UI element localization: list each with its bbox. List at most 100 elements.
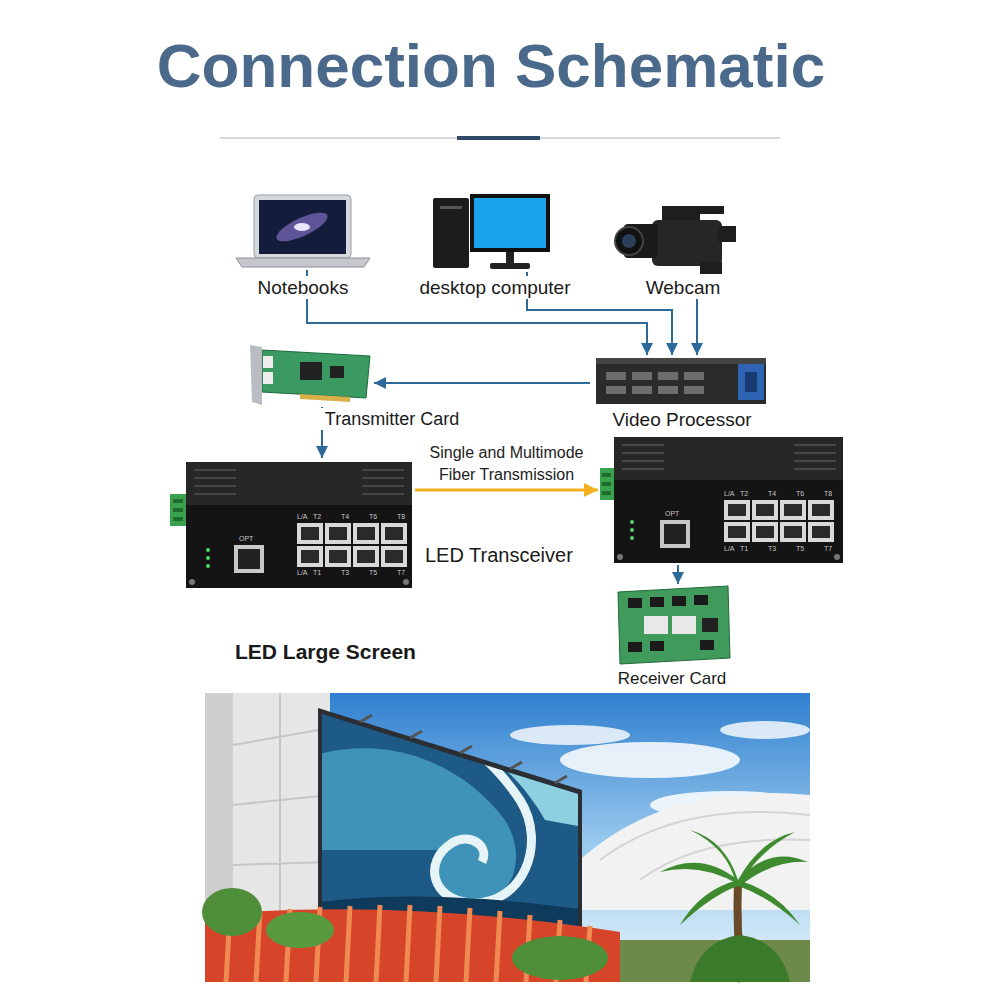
node-label: Notebooks (250, 276, 357, 299)
receiver-jacks (644, 616, 696, 634)
laptop-lid (254, 195, 351, 258)
port-label: T1 (313, 569, 321, 577)
device-top (186, 462, 412, 505)
camera-lens (615, 227, 643, 255)
pc-tower (433, 198, 469, 268)
laptop-node: Notebooks (232, 192, 372, 270)
wave-body (300, 748, 516, 905)
processor-panel (738, 364, 764, 400)
port-label: T2 (740, 490, 748, 498)
monitor-screen (474, 198, 546, 248)
port-label: OPT (665, 510, 679, 518)
port-label: T5 (796, 545, 804, 553)
screw (189, 579, 195, 585)
camera-node: Webcam (618, 198, 740, 276)
node-label: Receiver Card (610, 668, 735, 689)
sender-card-node: Transmitter Card (248, 343, 374, 407)
drive-slot (440, 206, 462, 209)
port-label: T6 (796, 490, 804, 498)
connector-label: Single and Multimode Fiber Transmission (417, 442, 597, 486)
node-label: desktop computer (411, 276, 578, 299)
rj45-sockets (728, 504, 830, 538)
rj45-frames (724, 500, 834, 542)
sender-chip (330, 366, 344, 378)
port-label: T5 (369, 569, 377, 577)
port-label: T4 (768, 490, 776, 498)
node-label: Webcam (638, 276, 729, 299)
sfp-slot (664, 524, 686, 544)
galaxy-core (294, 223, 310, 231)
processor-port (745, 372, 757, 392)
sender-jacks (263, 356, 273, 384)
device-top (614, 437, 843, 480)
node-label: LED Large Screen (227, 639, 424, 664)
device-front (614, 480, 843, 563)
laptop-screen (259, 200, 346, 254)
cloud (560, 742, 740, 778)
receiver-pcb (618, 586, 730, 664)
connector-arrow (374, 382, 590, 384)
camera-glass (622, 234, 636, 248)
port-label: T8 (824, 490, 832, 498)
screw (617, 554, 623, 560)
bush (266, 912, 334, 948)
node-label: Transmitter Card (317, 408, 467, 430)
port-label: T2 (313, 513, 321, 521)
processor-inputs (606, 372, 704, 394)
receiver-headers (628, 595, 714, 652)
sender-bracket (250, 345, 262, 405)
device-front (186, 505, 412, 588)
page-title: Connection Schematic (0, 30, 982, 102)
port-label: L/A (297, 569, 308, 577)
port-label: L/A (297, 513, 308, 521)
rj45-frames (297, 523, 407, 567)
node-label: Video Processor (604, 408, 759, 431)
port-label: T7 (824, 545, 832, 553)
connector-arrow (307, 270, 647, 355)
terminal-screws (602, 473, 611, 495)
receiver-chip (702, 618, 718, 632)
bush (512, 936, 608, 980)
port-label: L/A (724, 545, 735, 553)
processor-node: Video Processor (590, 355, 770, 407)
terminal-block (600, 468, 614, 500)
status-leds (206, 548, 210, 568)
processor-chassis (596, 360, 766, 404)
camera-grip (700, 262, 722, 274)
sfp-cage (234, 545, 264, 573)
sender-chip (300, 362, 322, 380)
curved-building (560, 793, 810, 910)
screw (834, 554, 840, 560)
title-rule-accent (457, 136, 540, 140)
rj45-sockets (301, 527, 403, 563)
receiver-card-node: Receiver Card (612, 584, 732, 666)
status-leds (630, 520, 634, 540)
port-label: T8 (397, 513, 405, 521)
cloud (720, 721, 810, 739)
sfp-cage (660, 520, 690, 548)
port-label: T7 (397, 569, 405, 577)
screw (403, 579, 409, 585)
camera-body (652, 220, 722, 266)
connector-arrow (677, 565, 679, 584)
terminal-screws (173, 499, 183, 521)
sender-contacts (300, 394, 350, 402)
screen-photo-node: LED Large Screen (205, 693, 810, 982)
cloud (510, 725, 630, 745)
camera-viewfinder (718, 226, 736, 242)
screen-lamps (360, 715, 567, 783)
laptop-base (236, 258, 370, 267)
terminal-block (170, 494, 186, 526)
port-label: T4 (341, 513, 349, 521)
cooling-fins (622, 445, 836, 469)
palm-fronds (660, 830, 808, 925)
processor-top (596, 358, 766, 364)
monitor-stand (506, 252, 514, 264)
port-label: OPT (239, 535, 253, 543)
cooling-fins (194, 470, 404, 494)
sender-pcb (262, 350, 370, 398)
port-label: T1 (740, 545, 748, 553)
palm-bush (690, 935, 790, 982)
